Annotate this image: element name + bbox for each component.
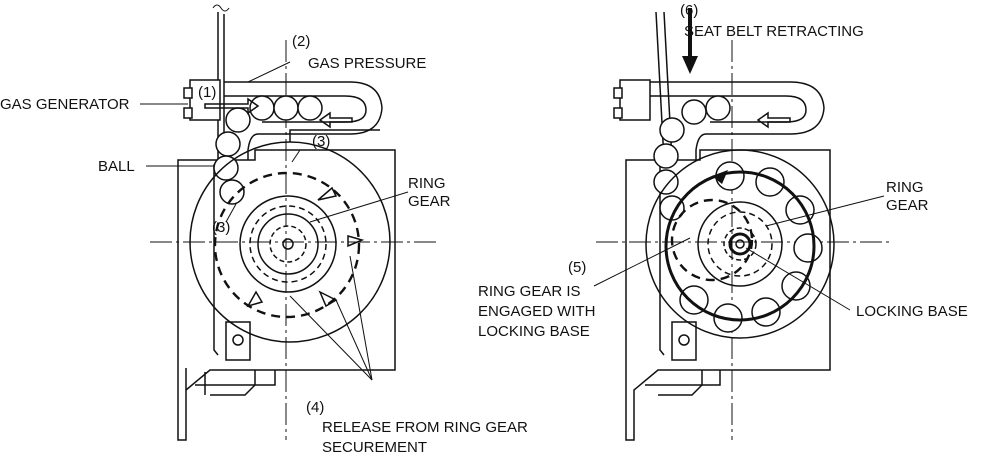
step3-left-label: (3): [212, 219, 230, 236]
right-gear-hub: [735, 239, 745, 249]
locking-base-leader: [745, 247, 851, 311]
release-label-2: SECUREMENT: [322, 439, 427, 456]
left-gear-hub: [282, 238, 294, 250]
gas-flow-arrow-2: [318, 111, 353, 129]
left-gear-teeth: [249, 205, 327, 283]
left-gear-inner-teeth: [269, 225, 307, 263]
step3-left-leader: [225, 203, 237, 223]
release-leader-3: [335, 299, 373, 381]
left-ball-2: [249, 95, 275, 121]
right-tube-outer: [650, 81, 825, 160]
right-gas-generator-lug-top: [613, 87, 623, 99]
left-pawl-top: [317, 186, 338, 201]
left-ring-gear-leader: [309, 191, 409, 223]
step3-top-label: (3): [312, 133, 330, 150]
right-engagement-outline: [670, 198, 754, 282]
left-ball-4: [297, 95, 323, 121]
left-webbing: [213, 12, 219, 356]
left-ring-gear-label-1: RING: [408, 175, 446, 192]
left-housing-frame: [177, 149, 396, 441]
right-locking-base: [728, 232, 752, 256]
left-housing-tab: [289, 129, 380, 142]
left-webbing-break: [212, 4, 230, 12]
left-ball-3: [273, 95, 299, 121]
right-ring-gear-label-1: RING: [886, 179, 924, 196]
left-ball-5: [215, 131, 241, 157]
right-leader-lines: [593, 195, 885, 311]
left-pawl-bottom-left: [246, 290, 264, 308]
engaged-leader: [593, 237, 691, 287]
right-ring-gear-arc: [664, 170, 816, 322]
right-flow-arrow: [756, 111, 791, 129]
left-leader-lines: [140, 61, 409, 381]
right-ball-3: [705, 95, 731, 121]
right-gear-outer: [697, 201, 783, 287]
right-ring-ball-8: [679, 285, 709, 315]
left-pawl-right: [347, 235, 365, 248]
step3-top-leader: [291, 149, 301, 163]
gas-pressure-label: GAS PRESSURE: [308, 55, 426, 72]
left-pawl-bottom: [318, 290, 338, 308]
right-mount-block: [671, 321, 697, 361]
step6-label: (6): [680, 2, 698, 19]
release-label-1: RELEASE FROM RING GEAR: [322, 419, 528, 436]
left-tube-outer: [224, 81, 383, 160]
left-ring-gear-outline: [213, 171, 361, 319]
step5-label: (5): [568, 259, 586, 276]
right-retractor-drawing: [596, 8, 890, 441]
gas-pressure-leader: [247, 61, 291, 83]
step1-label: (1): [198, 84, 216, 101]
engaged-label-3: LOCKING BASE: [478, 323, 590, 340]
left-ball-7: [219, 179, 245, 205]
gas-flow-arrow-1: [204, 97, 260, 115]
left-ball-6: [213, 155, 239, 181]
left-gear-outer: [239, 195, 337, 293]
right-ring-ball-4: [793, 233, 823, 263]
left-mount-hole: [232, 334, 244, 346]
right-ring-gear-leader: [765, 195, 885, 227]
right-ball-1: [659, 117, 685, 143]
right-lower-bracket: [658, 370, 703, 396]
right-gear-inner-teeth: [723, 227, 757, 261]
seat-belt-retracting-label: SEAT BELT RETRACTING: [684, 23, 864, 40]
right-housing-circle: [645, 149, 835, 339]
locking-base-label: LOCKING BASE: [856, 303, 968, 320]
left-ring-gear-label-2: GEAR: [408, 193, 451, 210]
right-ball-5: [653, 169, 679, 195]
left-mount-block: [225, 321, 251, 361]
left-retractor-drawing: [150, 4, 440, 441]
right-tube-inner: [650, 95, 807, 123]
right-gas-generator-body: [619, 79, 651, 121]
left-ball-1: [225, 107, 251, 133]
left-tube-inner: [224, 95, 367, 123]
retracting-arrow-head: [682, 56, 698, 74]
right-rotation-arrowhead: [712, 170, 728, 184]
step2-label: (2): [292, 33, 310, 50]
engaged-label-2: ENGAGED WITH: [478, 303, 596, 320]
right-gear-teeth: [707, 211, 773, 277]
left-bracket-lines: [195, 370, 276, 395]
engaged-label-1: RING GEAR IS: [478, 283, 581, 300]
right-mount-hole: [678, 334, 690, 346]
right-bracket-lines: [645, 370, 721, 386]
gas-generator-lug-bottom: [183, 107, 193, 119]
release-leader-1: [349, 255, 373, 381]
left-labels: (1) (2) GAS PRESSURE GAS GENERATOR (3) B…: [0, 33, 528, 456]
right-housing-frame: [625, 149, 831, 441]
right-labels: (6) SEAT BELT RETRACTING RING GEAR (5) R…: [478, 2, 968, 340]
gas-generator-body: [189, 79, 221, 121]
right-ring-gear-label-2: GEAR: [886, 197, 929, 214]
right-ball-2: [681, 99, 707, 125]
ball-label: BALL: [98, 158, 135, 175]
right-ball-4: [653, 143, 679, 169]
release-leader-2: [289, 295, 373, 381]
gas-generator-label: GAS GENERATOR: [0, 96, 130, 113]
left-lower-bracket: [210, 370, 256, 396]
gas-generator-lug-top: [183, 87, 193, 99]
right-gas-generator-lug-bottom: [613, 107, 623, 119]
step4-label: (4): [306, 399, 324, 416]
left-gear-body: [257, 213, 319, 275]
